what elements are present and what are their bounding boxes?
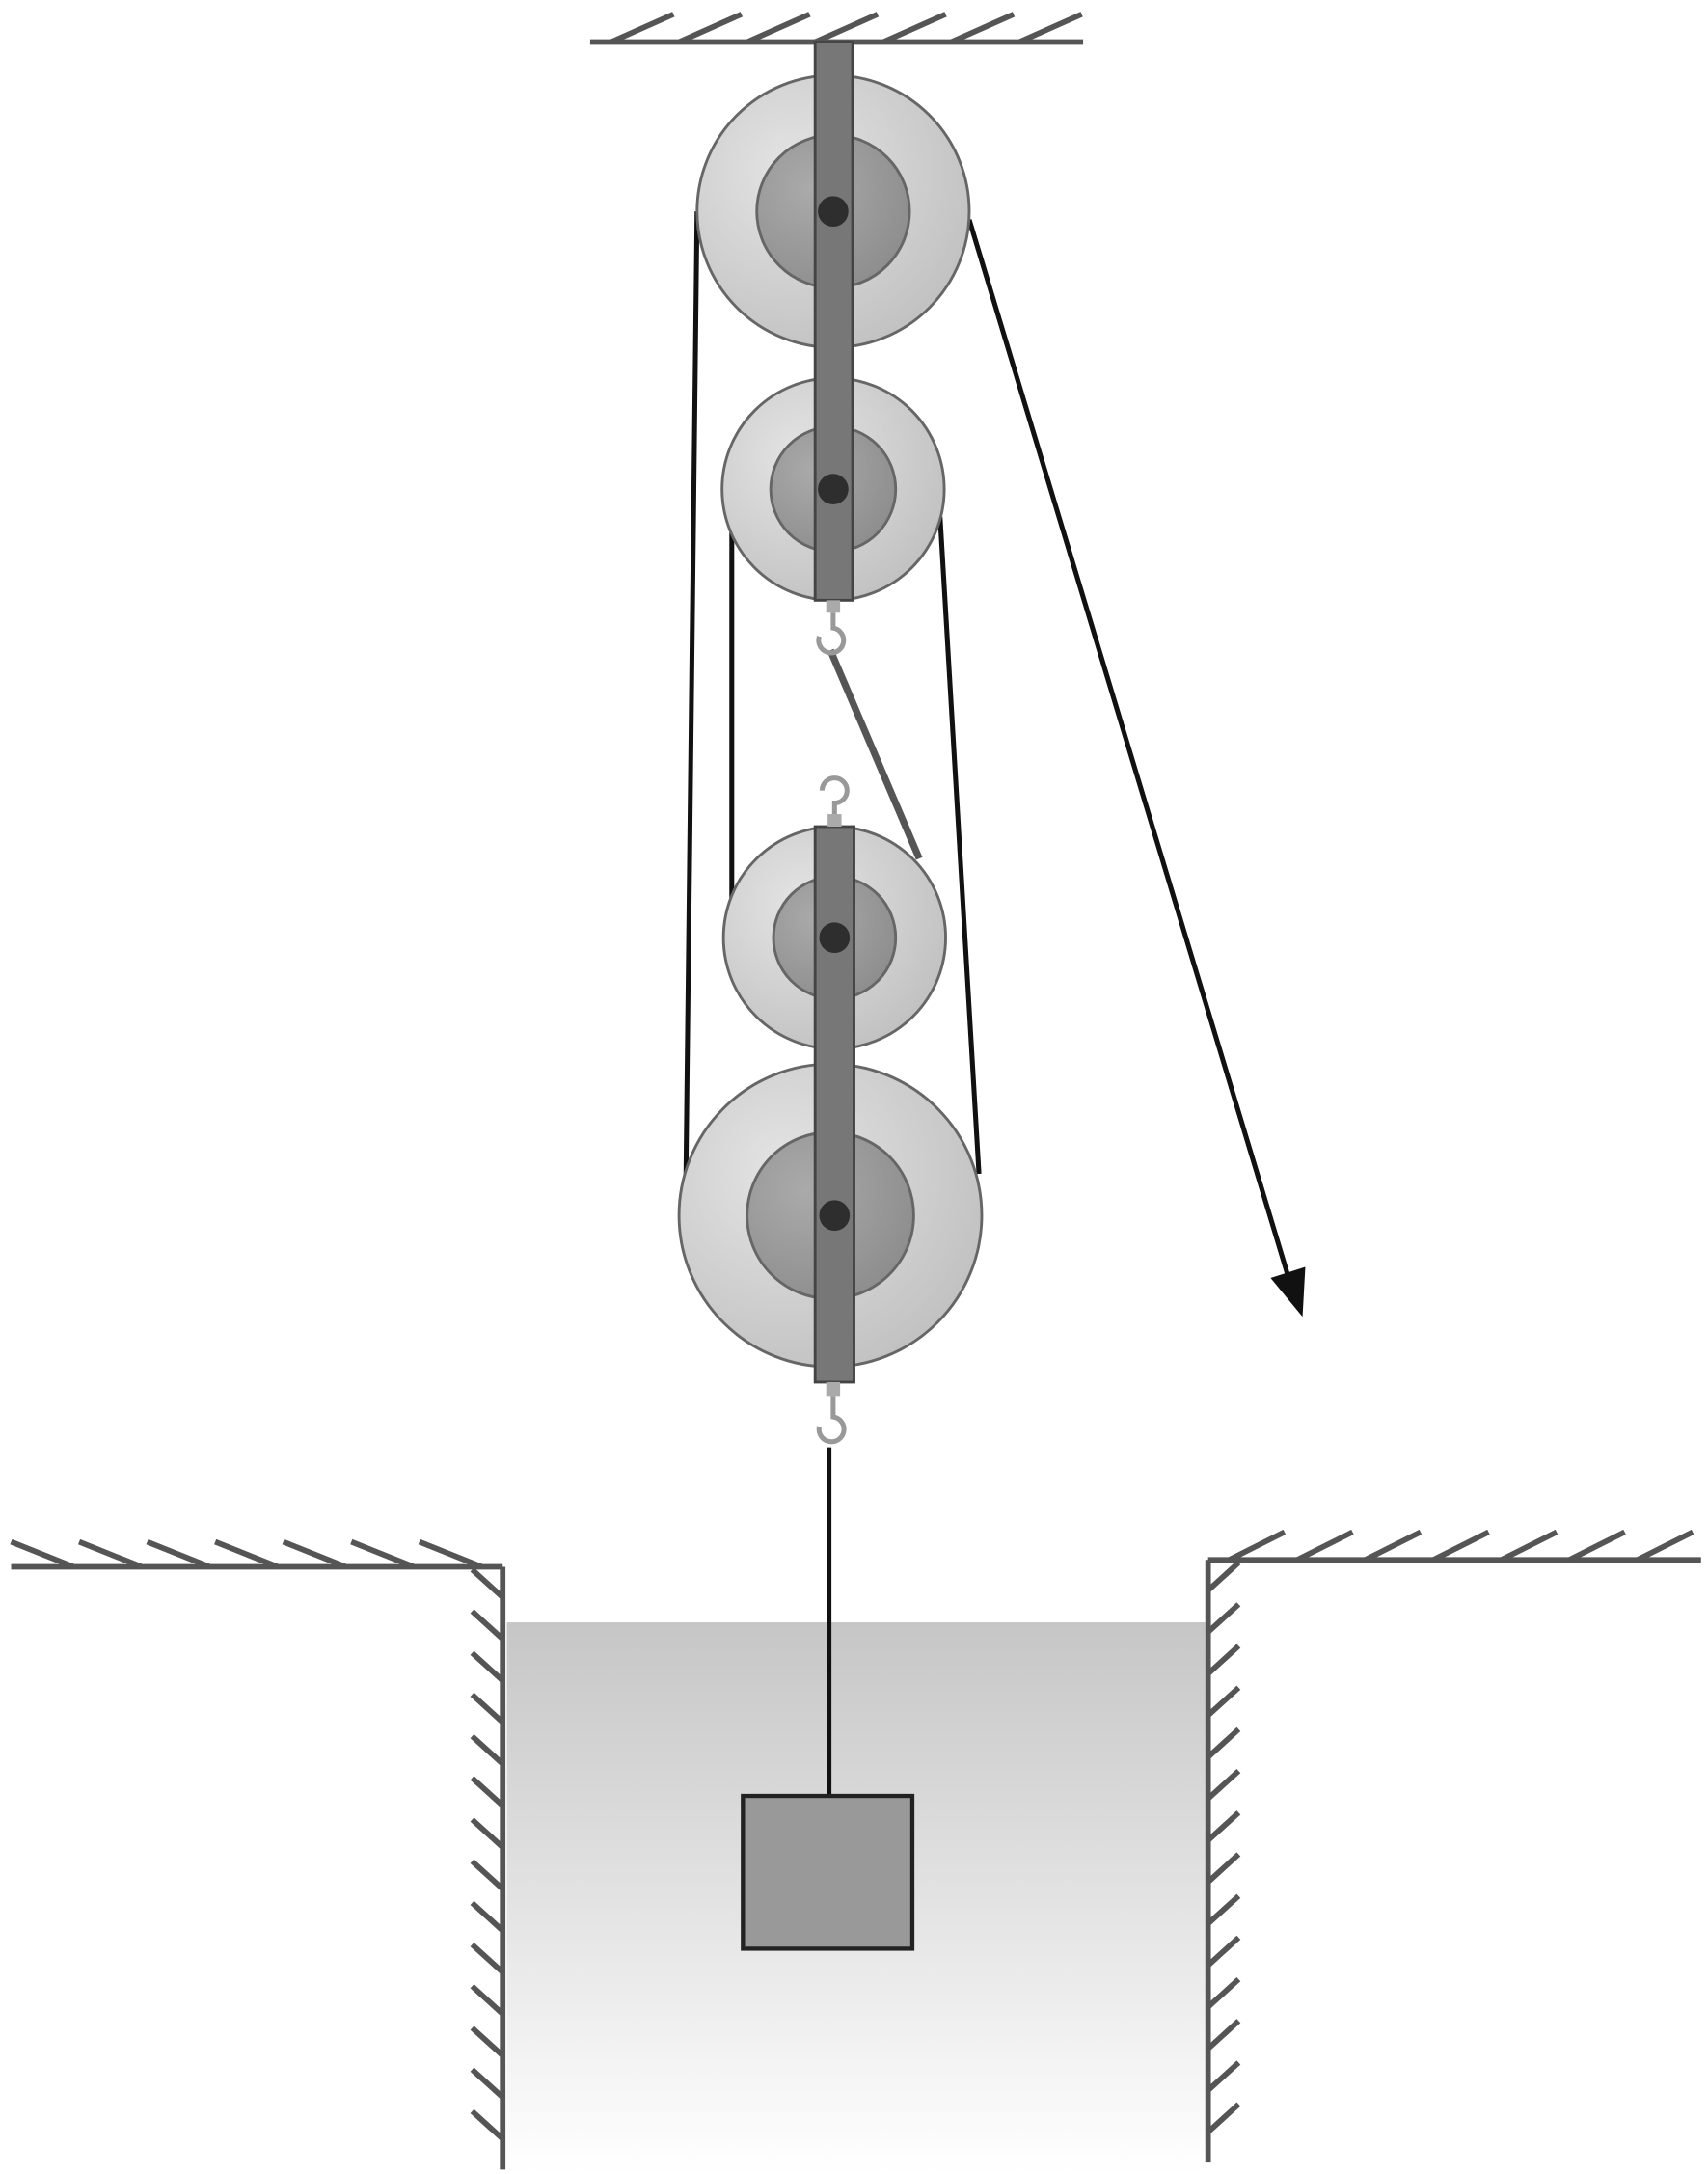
load-box — [741, 1793, 915, 1951]
hatch-mark — [1636, 1529, 1694, 1563]
rope-left-outer — [683, 211, 700, 1175]
ceiling — [589, 12, 1084, 45]
hatch-mark — [470, 2025, 505, 2058]
rope-hook-link — [827, 648, 923, 860]
hatch-mark — [1364, 1529, 1423, 1563]
bottom-block-bar — [813, 825, 855, 1384]
hatch-mark — [78, 1538, 143, 1570]
hatch-mark — [1206, 1602, 1241, 1635]
hatch-mark — [1206, 1852, 1241, 1885]
hatch-mark — [470, 1900, 505, 1933]
hatch-mark — [1206, 2060, 1241, 2093]
hatch-mark — [1500, 1529, 1559, 1563]
hook-icon — [819, 775, 850, 828]
hatch-mark — [470, 1609, 505, 1642]
ground-left — [10, 1538, 506, 2170]
hatch-mark — [350, 1538, 416, 1570]
top-block-bar — [813, 41, 854, 602]
hatch-mark — [1227, 1529, 1287, 1563]
pull-arrow-head — [1270, 1266, 1306, 1318]
hatch-mark — [470, 1859, 505, 1891]
hatch-mark — [282, 1538, 347, 1570]
hatch-mark — [1206, 2102, 1241, 2134]
hatch-mark — [470, 1733, 505, 1767]
hatch-mark — [610, 12, 675, 45]
hatch-mark — [1206, 1726, 1241, 1759]
hatch-mark — [418, 1538, 483, 1570]
hatch-mark — [1567, 1529, 1626, 1563]
hatch-mark — [1295, 1529, 1354, 1563]
hatch-mark — [214, 1538, 280, 1570]
hatch-mark — [1017, 12, 1083, 45]
hatch-mark — [470, 2067, 505, 2100]
hatch-mark — [470, 2108, 505, 2141]
hatch-mark — [1206, 2019, 1241, 2052]
hatch-mark — [1206, 1644, 1241, 1676]
hatch-mark — [1206, 1935, 1241, 1968]
hatch-mark — [470, 1567, 505, 1600]
hatch-mark — [1206, 1768, 1241, 1802]
ropes — [683, 211, 1291, 1797]
hatch-mark — [470, 1984, 505, 2017]
hatch-mark — [10, 1538, 75, 1570]
hatch-mark — [470, 1650, 505, 1683]
hatch-mark — [950, 12, 1016, 45]
pull-rope — [966, 219, 1291, 1279]
hatch-mark — [1206, 1685, 1241, 1718]
ground-right — [1205, 1529, 1701, 2163]
hatch-mark — [470, 1776, 505, 1808]
hook-icon — [816, 1381, 847, 1445]
hatch-mark — [1431, 1529, 1490, 1563]
hatch-mark — [470, 1942, 505, 1975]
hatch-mark — [1206, 1561, 1241, 1593]
hatch-mark — [146, 1538, 211, 1570]
hatch-mark — [677, 12, 744, 45]
hatch-mark — [746, 12, 811, 45]
hatch-mark — [814, 12, 880, 45]
axles — [818, 196, 851, 1232]
hatch-mark — [1206, 1976, 1241, 2010]
hatch-mark — [1206, 1893, 1241, 1926]
hatch-mark — [881, 12, 947, 45]
hatch-mark — [470, 1692, 505, 1725]
hook-icon — [816, 600, 847, 656]
rope-right-inner — [937, 516, 982, 1175]
hatch-mark — [1206, 1810, 1241, 1843]
hatch-mark — [470, 1817, 505, 1850]
